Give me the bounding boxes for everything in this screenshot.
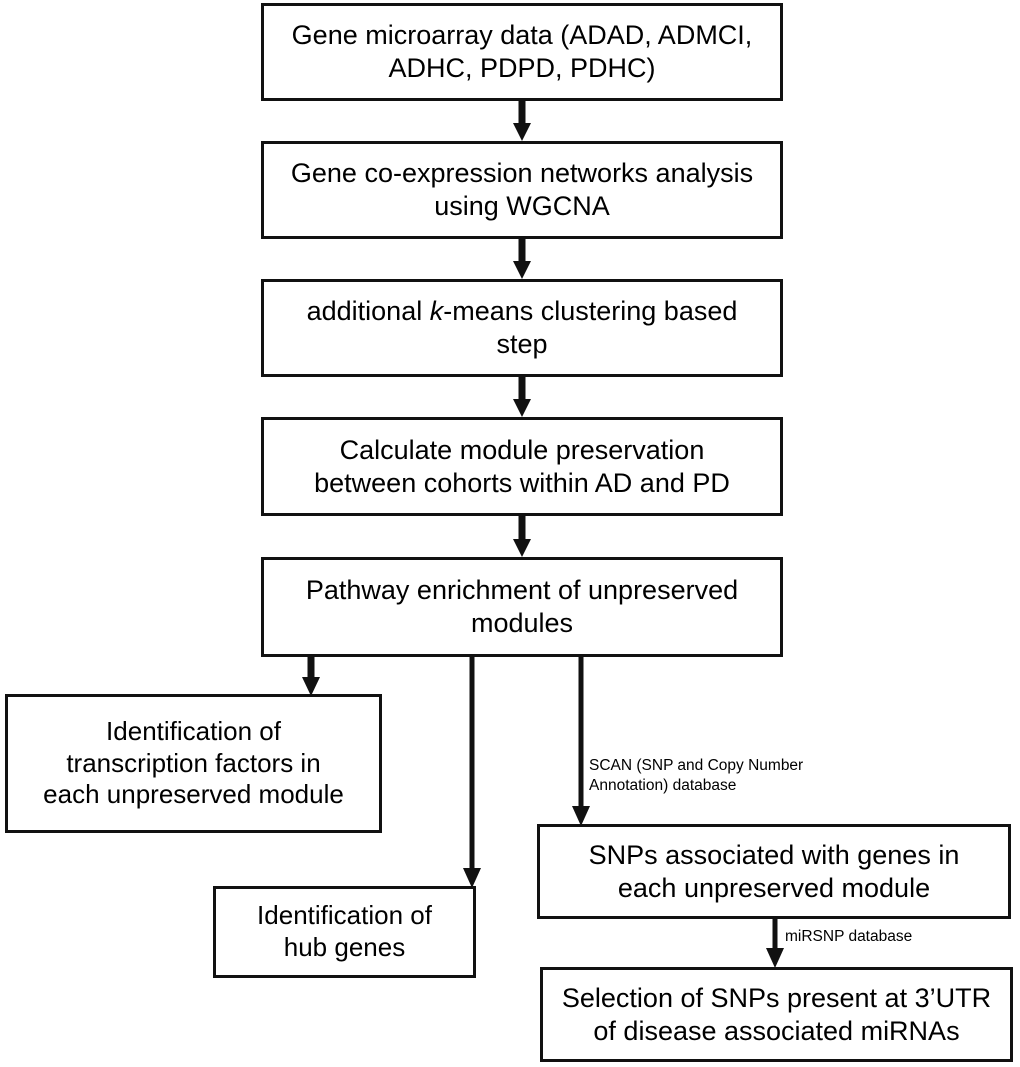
- node-label: Calculate module preservation between co…: [314, 434, 730, 498]
- arrowhead-n4-n5: [513, 539, 531, 557]
- node-label: Selection of SNPs present at 3’UTR of di…: [561, 982, 992, 1046]
- node-pathway-enrichment[interactable]: Pathway enrichment of unpreserved module…: [261, 557, 783, 657]
- arrowhead-n8-n9: [766, 948, 784, 968]
- node-module-preservation[interactable]: Calculate module preservation between co…: [261, 417, 783, 516]
- node-transcription-factors[interactable]: Identification of transcription factors …: [5, 694, 382, 833]
- node-kmeans-clustering[interactable]: additional k-means clustering based step: [261, 279, 783, 377]
- node-wgcna-coexpression[interactable]: Gene co-expression networks analysis usi…: [261, 141, 783, 239]
- node-label-italic-k: k: [429, 296, 444, 327]
- node-label: additional k-means clustering based step: [307, 295, 738, 361]
- node-label: SNPs associated with genes in each unpre…: [588, 839, 960, 903]
- node-label: Pathway enrichment of unpreserved module…: [305, 575, 739, 638]
- node-gene-microarray-data[interactable]: Gene microarray data (ADAD, ADMCI, ADHC,…: [261, 3, 783, 101]
- edge-label-scan-database: SCAN (SNP and Copy Number Annotation) da…: [589, 757, 804, 794]
- arrowhead-n5-n8: [572, 806, 590, 826]
- arrowhead-n5-n7: [463, 868, 481, 888]
- arrowhead-n1-n2: [513, 123, 531, 141]
- node-label: Gene co-expression networks analysis usi…: [290, 158, 754, 221]
- edge-label-mirsnp-database: miRSNP database: [785, 928, 913, 945]
- node-label: Identification of hub genes: [257, 900, 432, 962]
- node-label: Identification of transcription factors …: [43, 715, 344, 810]
- node-snps-associated-genes[interactable]: SNPs associated with genes in each unpre…: [537, 824, 1011, 919]
- node-label: Gene microarray data (ADAD, ADMCI, ADHC,…: [291, 20, 753, 83]
- node-snp-selection-3utr[interactable]: Selection of SNPs present at 3’UTR of di…: [540, 967, 1013, 1062]
- arrowhead-n3-n4: [513, 399, 531, 417]
- node-label-suffix: -means clustering based step: [443, 296, 738, 359]
- arrowhead-n2-n3: [513, 261, 531, 279]
- node-label-prefix: additional: [306, 296, 430, 327]
- node-hub-genes[interactable]: Identification of hub genes: [213, 886, 476, 978]
